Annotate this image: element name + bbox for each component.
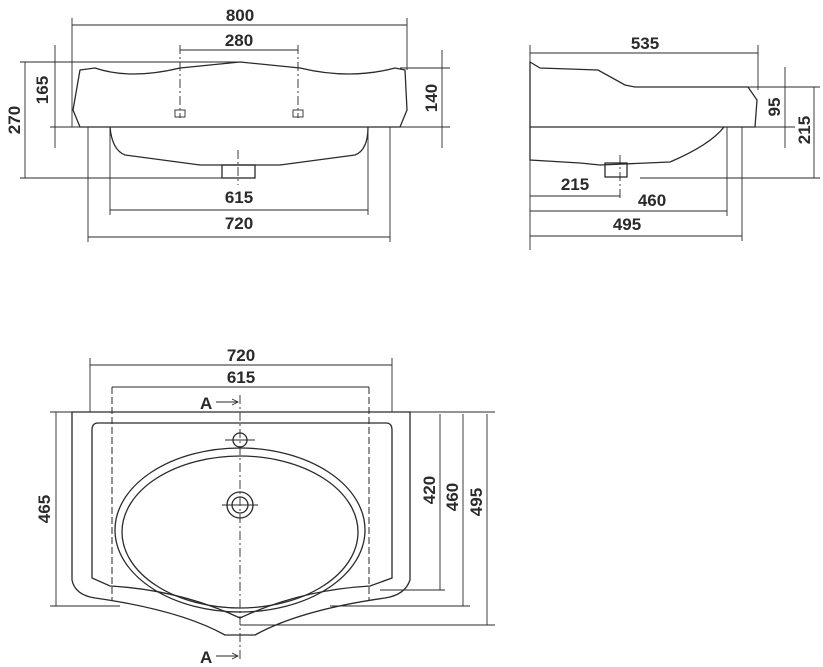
dim-label-bowl-depth: 460 — [638, 191, 666, 210]
dim-label-plan-overall-depth: 495 — [467, 488, 486, 516]
front-basin-outline — [72, 61, 408, 128]
dim-label-total-height: 270 — [5, 106, 24, 134]
dim-label-side-total-height: 215 — [795, 116, 814, 144]
plan-view: 720 615 A A 465 420 460 495 — [35, 346, 495, 667]
section-arrow-top — [216, 398, 240, 406]
plan-outline — [71, 411, 411, 636]
dim-label-bowl-width: 720 — [225, 214, 253, 233]
dim-label-left-depth: 465 — [35, 495, 54, 523]
dim-label-rim-height: 165 — [33, 76, 52, 104]
side-view: 535 95 215 215 460 495 — [529, 34, 820, 250]
front-bowl-outline — [109, 126, 369, 166]
dim-label-plan-bowl-width: 720 — [227, 346, 255, 365]
dim-label-drain-offset: 215 — [561, 175, 589, 194]
plan-inner-deck — [91, 422, 393, 619]
section-arrow-bottom — [216, 652, 240, 660]
front-view: 800 280 270 165 140 615 720 — [5, 6, 450, 242]
dim-label-inner-width: 615 — [225, 188, 253, 207]
dim-label-plan-inner-width: 615 — [227, 368, 255, 387]
dim-label-rim-thickness: 95 — [765, 98, 784, 117]
dim-label-inner-depth: 420 — [420, 476, 439, 504]
section-mark-bottom: A — [200, 648, 212, 667]
dim-label-side-height: 140 — [422, 84, 441, 112]
side-drain-outlet — [604, 162, 628, 178]
dim-label-overall-width: 800 — [226, 6, 254, 25]
dim-label-tap-spacing: 280 — [225, 31, 253, 50]
drain-outlet — [221, 164, 256, 179]
section-mark-top: A — [200, 394, 212, 413]
dim-label-body-depth: 495 — [613, 215, 641, 234]
dim-label-mid-depth: 460 — [443, 483, 462, 511]
side-outline — [529, 60, 758, 128]
dim-label-overall-depth: 535 — [631, 34, 659, 53]
